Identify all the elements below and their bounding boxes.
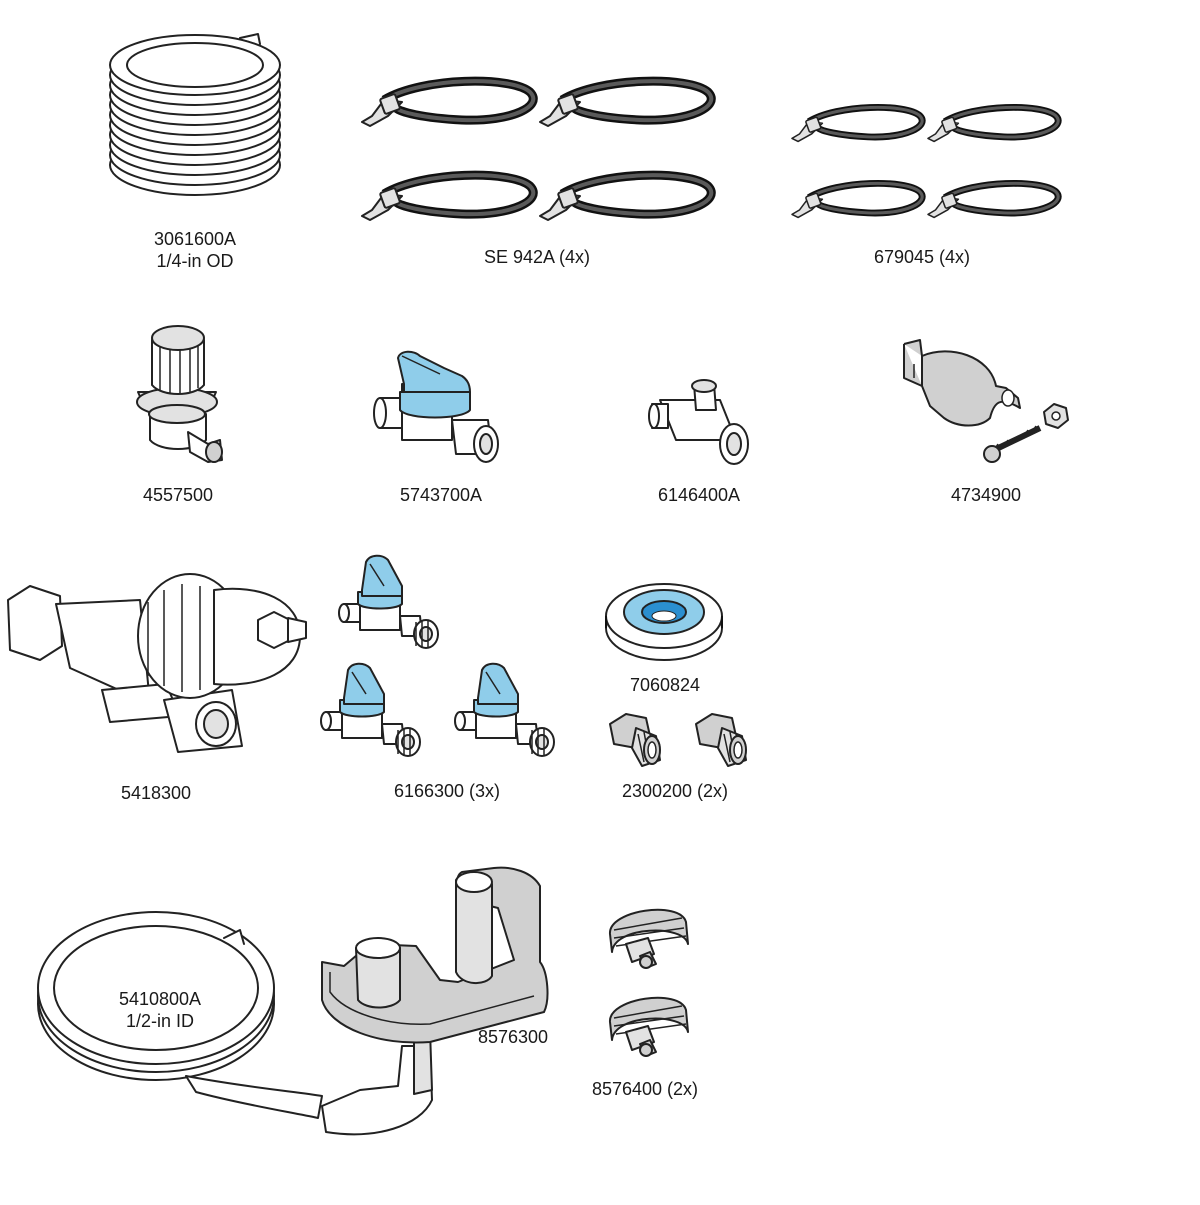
label-5410800A: 5410800A 1/2-in ID — [90, 988, 230, 1032]
part-number: 3061600A — [153, 229, 237, 249]
part-number: 5410800A — [118, 989, 202, 1009]
drain-saddle-icon — [321, 866, 549, 1136]
label-4557500: 4557500 — [142, 485, 214, 505]
label-2300200: 2300200 (2x) — [621, 781, 729, 801]
threaded-adapter-icon — [609, 713, 747, 767]
label-4734900: 4734900 — [950, 485, 1022, 505]
label-SE942A: SE 942A (4x) — [483, 247, 591, 267]
label-5418300: 5418300 — [120, 783, 192, 803]
hose-clamp-icon — [608, 908, 689, 1057]
pressure-regulator-icon — [136, 325, 223, 463]
label-6166300: 6166300 (3x) — [393, 781, 501, 801]
shutoff-valve-set-icon — [320, 554, 555, 757]
label-7060824: 7060824 — [629, 675, 701, 695]
label-679045: 679045 (4x) — [873, 247, 971, 267]
part-description: 1/4-in OD — [156, 251, 234, 271]
part-description: 1/2-in ID — [125, 1011, 195, 1031]
cable-tie-small-icon — [792, 107, 1058, 217]
label-5743700A: 5743700A — [399, 485, 483, 505]
shutoff-valve-icon — [373, 350, 499, 463]
pipe-clamp-icon — [903, 339, 1069, 463]
label-8576300: 8576300 — [477, 1027, 549, 1047]
coiled-tubing-icon — [109, 33, 281, 196]
label-6146400A: 6146400A — [657, 485, 741, 505]
label-3061600A: 3061600A 1/4-in OD — [120, 228, 270, 272]
filter-housing-icon — [7, 573, 307, 753]
drain-tubing-coil-icon — [37, 911, 323, 1119]
thread-seal-tape-icon — [605, 583, 723, 661]
label-8576400: 8576400 (2x) — [591, 1079, 699, 1099]
tee-fitting-icon — [648, 379, 749, 465]
cable-tie-large-icon — [362, 81, 711, 220]
